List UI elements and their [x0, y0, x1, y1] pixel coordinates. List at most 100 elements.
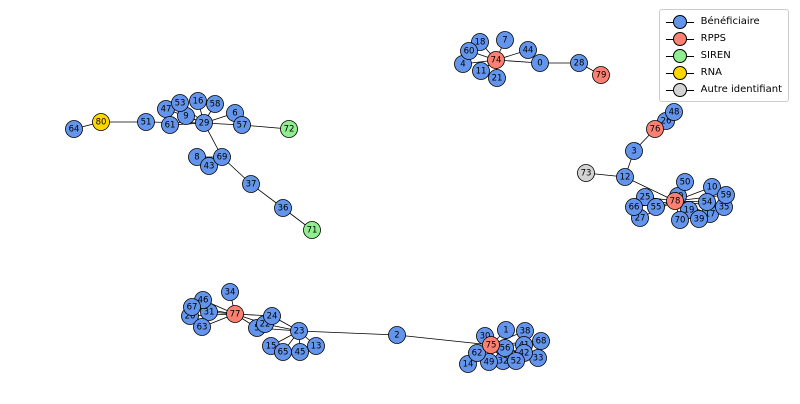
node-label-78: 78 — [670, 197, 681, 207]
node-label-16: 16 — [193, 97, 204, 107]
node-79: 79 — [592, 66, 610, 84]
node-label-1: 1 — [503, 326, 508, 336]
node-circle-43 — [200, 157, 218, 175]
node-label-55: 55 — [651, 203, 662, 213]
edge-2-75 — [396, 334, 492, 346]
node-1: 1 — [497, 321, 515, 339]
node-24: 24 — [263, 307, 281, 325]
node-circle-21 — [488, 69, 506, 87]
node-label-7: 7 — [502, 36, 507, 46]
node-label-46: 46 — [198, 296, 209, 306]
node-circle-50 — [676, 173, 694, 191]
legend-item-rpps: RPPS — [665, 30, 782, 47]
node-label-42: 42 — [519, 349, 530, 359]
legend-label-beneficiaire: Bénéficiaire — [700, 16, 760, 27]
node-label-70: 70 — [675, 216, 686, 226]
node-label-33: 33 — [533, 354, 544, 364]
node-label-26: 26 — [661, 117, 672, 127]
node-circle-76 — [646, 120, 664, 138]
node-50: 50 — [676, 173, 694, 191]
legend-item-beneficiaire: Bénéficiaire — [665, 13, 782, 30]
node-label-18: 18 — [475, 38, 486, 48]
legend: Bénéficiaire RPPS SIREN RNA Autre identi… — [658, 9, 789, 102]
node-circle-7 — [496, 31, 514, 49]
node-circle-3 — [625, 142, 643, 160]
node-label-59: 59 — [721, 191, 732, 201]
node-circle-74 — [487, 51, 505, 69]
node-label-63: 63 — [197, 323, 208, 333]
node-label-36: 36 — [278, 204, 289, 214]
node-label-6: 6 — [232, 109, 237, 119]
node-label-66: 66 — [629, 203, 640, 213]
legend-marker-siren — [665, 48, 694, 63]
node-43: 43 — [200, 157, 218, 175]
node-60: 60 — [460, 42, 478, 60]
node-label-31: 31 — [204, 308, 215, 318]
node-label-39: 39 — [694, 215, 705, 225]
legend-label-rna: RNA — [700, 67, 722, 78]
node-circle-48 — [665, 103, 683, 121]
legend-item-autre: Autre identifiant — [665, 81, 782, 98]
node-circle-2 — [388, 326, 406, 344]
node-circle-28 — [570, 54, 588, 72]
node-circle-44 — [519, 41, 537, 59]
node-circle-77 — [226, 305, 244, 323]
node-label-35: 35 — [719, 203, 730, 213]
node-circle-51 — [137, 113, 155, 131]
node-label-74: 74 — [491, 56, 502, 66]
node-54: 54 — [698, 193, 716, 211]
node-77: 77 — [226, 305, 244, 323]
node-label-73: 73 — [581, 169, 592, 179]
node-label-11: 11 — [476, 67, 487, 77]
node-21: 21 — [488, 69, 506, 87]
node-circle-63 — [193, 318, 211, 336]
node-label-58: 58 — [210, 100, 221, 110]
node-label-23: 23 — [294, 327, 305, 337]
node-78: 78 — [666, 192, 684, 210]
node-67: 67 — [183, 298, 201, 316]
node-64: 64 — [65, 120, 83, 138]
node-71: 71 — [303, 221, 321, 239]
node-label-65: 65 — [278, 348, 289, 358]
node-label-21: 21 — [492, 74, 503, 84]
node-label-3: 3 — [631, 147, 636, 157]
node-label-60: 60 — [464, 47, 475, 57]
node-16: 16 — [189, 92, 207, 110]
node-label-80: 80 — [96, 118, 107, 128]
node-29: 29 — [195, 114, 213, 132]
node-label-22: 22 — [260, 320, 271, 330]
node-0: 0 — [531, 54, 549, 72]
node-circle-70 — [671, 211, 689, 229]
node-label-27: 27 — [635, 214, 646, 224]
legend-marker-rna — [665, 65, 694, 80]
node-circle-11 — [472, 62, 490, 80]
node-45: 45 — [291, 343, 309, 361]
node-circle-16 — [189, 92, 207, 110]
node-label-14: 14 — [463, 360, 474, 370]
node-48: 48 — [665, 103, 683, 121]
node-circle-8 — [188, 148, 206, 166]
node-53: 53 — [171, 94, 189, 112]
node-circle-54 — [698, 193, 716, 211]
node-57: 57 — [233, 116, 251, 134]
node-label-5: 5 — [254, 324, 259, 334]
node-circle-61 — [161, 116, 179, 134]
node-label-0: 0 — [537, 59, 542, 69]
node-label-20: 20 — [185, 312, 196, 322]
node-label-61: 61 — [165, 121, 176, 131]
node-label-72: 72 — [284, 125, 295, 135]
node-label-24: 24 — [267, 312, 278, 322]
node-label-76: 76 — [650, 125, 661, 135]
node-circle-69 — [213, 148, 231, 166]
graph-nodes: 0123456789101112131415161718192021222324… — [65, 31, 735, 373]
node-circle-68 — [532, 332, 550, 350]
node-label-45: 45 — [295, 348, 306, 358]
node-circle-24 — [263, 307, 281, 325]
node-circle-0 — [531, 54, 549, 72]
node-circle-59 — [717, 186, 735, 204]
node-circle-23 — [290, 322, 308, 340]
node-circle-73 — [577, 164, 595, 182]
node-label-56: 56 — [500, 344, 511, 354]
node-3: 3 — [625, 142, 643, 160]
